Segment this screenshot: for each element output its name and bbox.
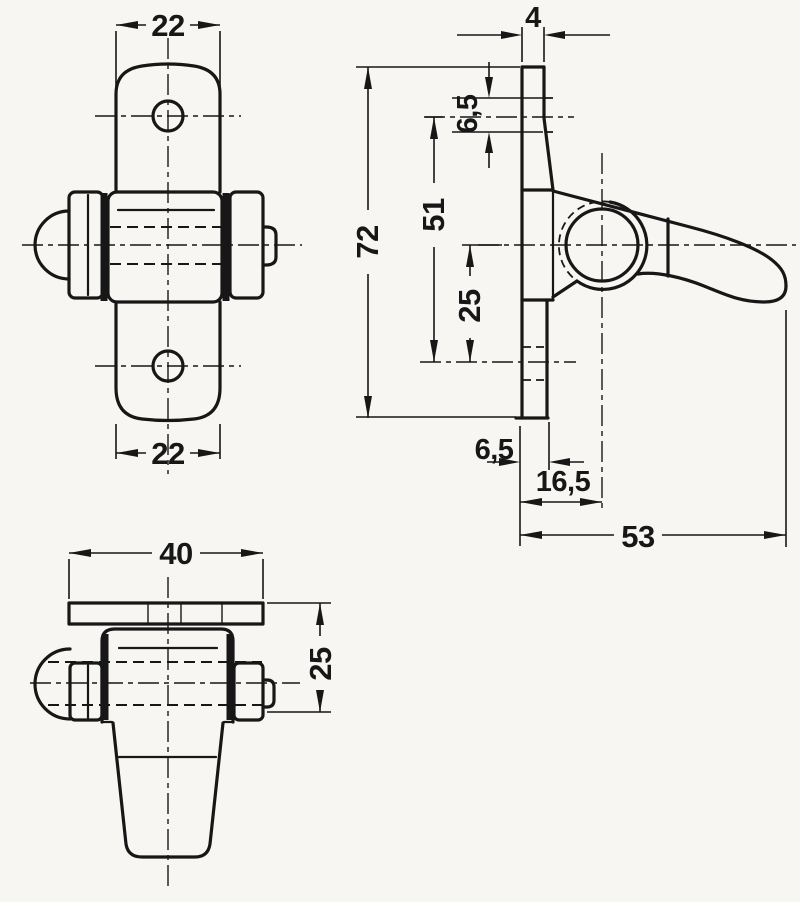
dim-side-slot-height: 6,5 <box>452 62 493 168</box>
arrowhead <box>580 498 602 506</box>
arrowhead <box>466 340 474 362</box>
bottom-plate-slot-lines <box>147 604 223 623</box>
dim-label: 22 <box>151 8 184 43</box>
arrowhead <box>544 31 565 39</box>
arrowhead <box>501 31 522 39</box>
arrowhead <box>364 396 372 418</box>
front-bottom-hole <box>151 349 185 383</box>
bottom-view: 40 25 <box>30 536 338 888</box>
extension-line <box>521 27 545 62</box>
side-view: 4 6,5 72 51 <box>350 2 796 554</box>
arrowhead <box>499 458 520 466</box>
arrowhead <box>520 498 542 506</box>
dim-bottom-body-depth: 25 <box>267 602 338 713</box>
arrowhead <box>316 603 324 625</box>
arrowhead <box>241 549 263 557</box>
bottom-dome-knob <box>33 647 72 721</box>
dim-label: 6,5 <box>452 94 484 133</box>
dim-label: 4 <box>525 2 541 34</box>
dim-label: 53 <box>621 519 655 554</box>
dim-side-pivot-offset: 16,5 <box>520 466 602 506</box>
arrowhead <box>198 21 220 29</box>
dim-front-top-width: 22 <box>115 8 221 87</box>
arrowhead <box>430 117 438 139</box>
dim-bottom-overall-width: 40 <box>68 536 264 599</box>
front-top-plate-outline <box>114 62 222 194</box>
arrowhead <box>198 449 220 457</box>
dim-label: 6,5 <box>475 434 514 466</box>
front-body <box>106 190 224 304</box>
front-view: 22 22 <box>22 8 302 474</box>
bottom-plate-bar <box>67 601 265 626</box>
front-dome-knob <box>33 209 71 281</box>
bottom-left-collar <box>68 661 104 722</box>
dim-side-overall-height: 72 <box>350 66 520 418</box>
bottom-handle-outline <box>111 721 225 859</box>
side-lever-lower-tangent <box>551 279 579 299</box>
arrowhead <box>69 549 91 557</box>
dim-label: 16,5 <box>536 466 591 498</box>
side-slot-hidden-stub <box>545 97 558 133</box>
arrowhead <box>764 531 786 539</box>
arrowhead <box>116 449 138 457</box>
dim-label: 22 <box>151 436 184 471</box>
arrowhead <box>316 690 324 712</box>
dim-side-overall-depth: 53 <box>520 310 787 554</box>
arrowhead <box>430 340 438 362</box>
front-left-collar <box>67 190 105 300</box>
extension-line <box>68 559 264 599</box>
dim-side-plate-thickness: 4 <box>457 2 610 62</box>
dim-front-bottom-width: 22 <box>115 424 221 471</box>
arrowhead <box>520 531 542 539</box>
dim-side-pivot-to-base: 25 <box>452 244 502 362</box>
dim-label: 40 <box>159 536 192 571</box>
dim-label: 51 <box>416 198 451 232</box>
arrowhead <box>364 67 372 89</box>
dim-side-hole-spacing: 51 <box>416 116 451 362</box>
dim-label: 25 <box>303 647 338 681</box>
arrowhead <box>549 458 570 466</box>
dim-label: 72 <box>350 225 385 258</box>
front-pin <box>261 225 278 267</box>
front-right-collar <box>228 190 265 300</box>
dim-label: 25 <box>452 289 487 323</box>
arrowhead <box>466 245 474 267</box>
bottom-right-collar <box>232 661 265 722</box>
arrowhead <box>485 132 493 153</box>
side-pivot-bore <box>564 207 640 283</box>
side-lever-underside <box>636 271 788 304</box>
arrowhead <box>485 77 493 98</box>
side-lever-top-edge <box>551 189 788 288</box>
front-bottom-plate-outline <box>114 300 222 423</box>
dim-side-foot-depth: 6,5 <box>475 422 584 546</box>
front-top-hole <box>151 99 185 133</box>
bottom-pin <box>261 678 276 709</box>
side-plate-back-taper <box>542 65 555 192</box>
arrowhead <box>116 21 138 29</box>
